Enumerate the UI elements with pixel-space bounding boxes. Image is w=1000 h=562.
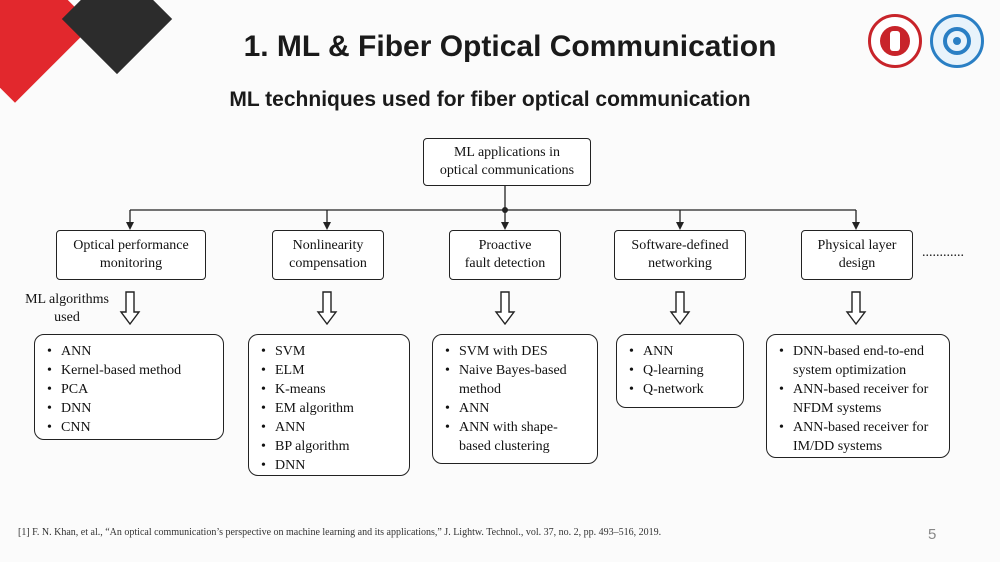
algorithm-item: ANN with shape-based clustering <box>445 418 589 456</box>
root-node-line1: ML applications in <box>453 145 561 160</box>
category-label-line: fault detection <box>464 256 546 271</box>
category-label-line: Software-defined <box>631 238 729 253</box>
algorithm-item: ANN <box>445 399 589 418</box>
algorithm-item: EM algorithm <box>261 399 401 418</box>
algorithm-item: PCA <box>47 380 215 399</box>
algorithm-item: ANN <box>261 418 401 437</box>
algorithm-item: DNN <box>261 456 401 475</box>
algorithm-item: DNN <box>47 399 215 418</box>
reference-citation: [1] F. N. Khan, et al., “An optical comm… <box>18 527 662 538</box>
algorithm-item: K-means <box>261 380 401 399</box>
category-label-line: networking <box>648 256 712 271</box>
algorithms-box-fault-detection: SVM with DES Naive Bayes-based method AN… <box>432 334 598 464</box>
category-optical-performance-monitoring: Optical performance monitoring <box>56 230 206 280</box>
algorithm-item: ELM <box>261 361 401 380</box>
algorithm-item: CNN <box>47 418 215 437</box>
algorithm-item: Q-learning <box>629 361 735 380</box>
category-label-line: design <box>838 256 876 271</box>
algorithm-item: ANN-based receiver for IM/DD systems <box>779 418 941 456</box>
algorithm-item: Naive Bayes-based method <box>445 361 589 399</box>
algorithms-box-nonlinearity: SVM ELM K-means EM algorithm ANN BP algo… <box>248 334 410 476</box>
page-number: 5 <box>928 526 937 543</box>
algorithm-item: ANN <box>629 342 735 361</box>
category-label-line: Physical layer <box>817 238 897 253</box>
category-software-defined-networking: Software-defined networking <box>614 230 746 280</box>
algorithm-item: SVM with DES <box>445 342 589 361</box>
category-label-line: Nonlinearity <box>292 238 364 253</box>
algorithm-item: Q-network <box>629 380 735 399</box>
algorithms-box-opm: ANN Kernel-based method PCA DNN CNN <box>34 334 224 440</box>
category-nonlinearity-compensation: Nonlinearity compensation <box>272 230 384 280</box>
slide-subtitle: ML techniques used for fiber optical com… <box>229 88 751 111</box>
algorithm-item: SVM <box>261 342 401 361</box>
root-node: ML applications in optical communication… <box>423 138 591 186</box>
algorithms-box-physical-layer: DNN-based end-to-end system optimization… <box>766 334 950 458</box>
algorithm-item: ANN-based receiver for NFDM systems <box>779 380 941 418</box>
category-label-line: Optical performance <box>73 238 189 253</box>
category-label-line: compensation <box>289 256 367 271</box>
slide-title: 1. ML & Fiber Optical Communication <box>243 30 777 63</box>
algorithms-box-sdn: ANN Q-learning Q-network <box>616 334 744 408</box>
algorithm-item: ANN <box>47 342 215 361</box>
institute-logo-blue <box>930 14 984 68</box>
category-label-line: monitoring <box>99 256 163 271</box>
algorithm-item: Kernel-based method <box>47 361 215 380</box>
algorithm-item: BP algorithm <box>261 437 401 456</box>
diagram-connectors <box>119 186 867 326</box>
category-label-line: Proactive <box>478 238 532 253</box>
category-physical-layer-design: Physical layer design <box>801 230 913 280</box>
side-label-line: ML algorithms <box>25 292 109 307</box>
root-node-line2: optical communications <box>439 163 575 178</box>
category-proactive-fault-detection: Proactive fault detection <box>449 230 561 280</box>
ellipsis: ............ <box>922 245 964 260</box>
university-logo-red <box>868 14 922 68</box>
algorithm-item: DNN-based end-to-end system optimization <box>779 342 941 380</box>
side-label-line: used <box>54 310 80 325</box>
ml-algorithms-used-label: ML algorithms used <box>14 291 120 327</box>
